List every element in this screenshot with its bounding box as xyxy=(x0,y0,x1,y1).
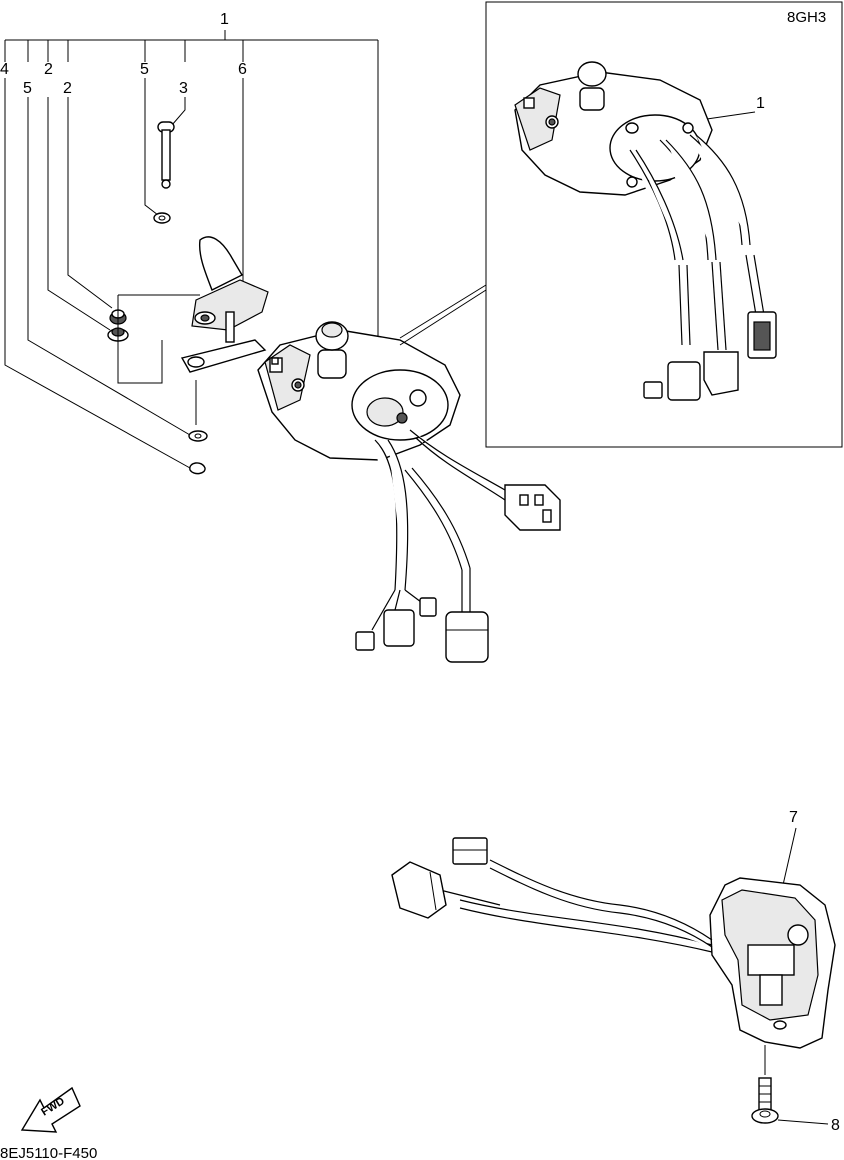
connector-right-main xyxy=(504,484,561,531)
callout-6: 6 xyxy=(238,61,247,78)
washer-upper xyxy=(153,212,171,224)
callout-7: 7 xyxy=(789,809,798,826)
connector-right-upper xyxy=(452,837,488,865)
connector-right-lower xyxy=(391,861,447,919)
connector-inset-right xyxy=(747,311,777,359)
inset-frame xyxy=(485,1,843,448)
callout-8: 8 xyxy=(831,1117,840,1134)
alignment-lines xyxy=(117,294,200,425)
callout-2-a: 2 xyxy=(44,61,53,78)
wiring-harness-main xyxy=(371,429,506,631)
connector-inset-left xyxy=(643,361,701,401)
callout-5-right: 5 xyxy=(140,61,149,78)
circlip xyxy=(189,462,206,475)
connector-inset-mid xyxy=(703,351,739,396)
callout-2-b: 2 xyxy=(63,80,72,97)
wiring-harness-inset xyxy=(629,134,765,351)
callout-1: 1 xyxy=(220,11,229,28)
callout-1-inset: 1 xyxy=(756,95,765,112)
callout-3: 3 xyxy=(179,80,188,97)
connector-bottom-small xyxy=(355,597,437,651)
connector-bottom-right xyxy=(445,611,489,663)
fwd-arrow-icon: FWD xyxy=(20,1086,81,1133)
washer-lower xyxy=(188,430,208,442)
callout-bracket xyxy=(4,30,379,340)
handlebar-switch-main xyxy=(257,321,461,461)
inset-pointer-line xyxy=(399,284,487,339)
inset-model-code: 8GH3 xyxy=(787,9,826,26)
figure-code: 8EJ5110-F450 xyxy=(0,1145,97,1160)
leader-lines xyxy=(4,78,379,469)
handlebar-switch-right xyxy=(709,877,836,1049)
wiring-harness-right xyxy=(439,859,713,953)
callout-5-left: 5 xyxy=(23,80,32,97)
pin-part xyxy=(157,121,175,189)
screw-part xyxy=(751,1077,779,1124)
callout-4: 4 xyxy=(0,61,9,78)
lever-bracket xyxy=(180,236,269,373)
connector-bottom-mid xyxy=(383,609,415,647)
